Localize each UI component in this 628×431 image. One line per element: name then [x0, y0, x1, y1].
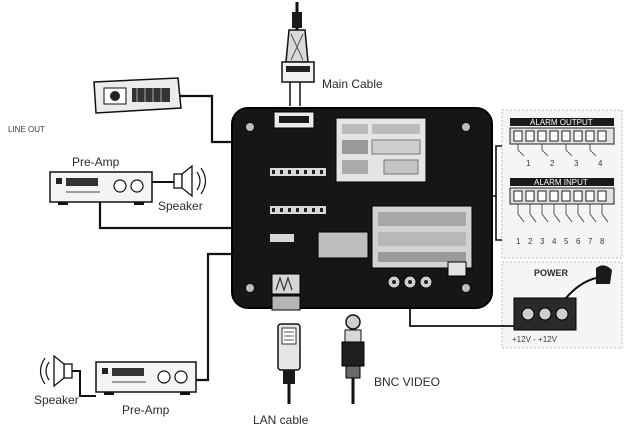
- terminal-polarity-label: +12V - +12V: [512, 335, 558, 344]
- alarm-output-numbers: 1 2 3 4: [526, 159, 603, 168]
- controller-unit: [231, 107, 493, 311]
- svg-text:3: 3: [540, 237, 545, 246]
- left-terminal-strips: [270, 168, 326, 242]
- svg-text:1: 1: [526, 159, 531, 168]
- alarm-output-label: ALARM OUTPUT: [530, 118, 593, 127]
- alarm-output-terminals: [513, 130, 607, 157]
- main-cable: Main Cable: [281, 2, 383, 106]
- pre-amp-bottom-label: Pre-Amp: [122, 403, 170, 417]
- bnc-video-label: BNC VIDEO: [374, 375, 440, 389]
- power-wire: [409, 308, 514, 327]
- alarm-input-numbers: 1 2 3 4 5 6 7 8: [516, 237, 605, 246]
- svg-text:2: 2: [528, 237, 533, 246]
- speaker-top: Speaker: [158, 164, 207, 213]
- pre-amp-bottom: Pre-Amp: [95, 361, 197, 417]
- pre-amp-top-wire: [98, 202, 240, 230]
- svg-text:4: 4: [598, 159, 603, 168]
- pre-amp-top-label: Pre-Amp: [72, 155, 120, 169]
- svg-text:4: 4: [552, 237, 557, 246]
- line-out-wire: [180, 94, 240, 144]
- circuit-block-lower: [317, 205, 473, 269]
- svg-text:5: 5: [564, 237, 569, 246]
- power-panel: POWER +12V - +12V: [501, 261, 623, 349]
- alarm-input-terminals: [513, 190, 609, 223]
- power-label: POWER: [534, 268, 569, 278]
- svg-text:8: 8: [600, 237, 605, 246]
- alarm-panel-wire: [492, 145, 502, 197]
- line-out-device: [93, 77, 182, 114]
- pre-amp-top: Pre-Amp: [49, 155, 153, 205]
- main-cable-label: Main Cable: [322, 77, 383, 91]
- svg-text:6: 6: [576, 237, 581, 246]
- alarm-input-label: ALARM INPUT: [534, 178, 588, 187]
- lan-port: [271, 273, 301, 311]
- svg-text:1: 1: [516, 237, 521, 246]
- speaker-bottom: Speaker: [34, 354, 79, 407]
- bnc-video-cable: BNC VIDEO: [341, 314, 440, 404]
- pre-amp-bottom-wire: [196, 252, 240, 382]
- bnc-connectors: [387, 275, 433, 289]
- speaker-bottom-wire: [72, 370, 96, 397]
- line-out-label: LINE OUT: [8, 125, 45, 134]
- speaker-bottom-label: Speaker: [34, 393, 79, 407]
- svg-text:3: 3: [574, 159, 579, 168]
- lan-cable: LAN cable: [253, 323, 309, 427]
- svg-text:7: 7: [588, 237, 593, 246]
- speaker-top-label: Speaker: [158, 199, 203, 213]
- alarm-panel: ALARM OUTPUT 1 2 3 4 ALARM INPUT: [501, 109, 623, 259]
- circuit-block-upper: [335, 117, 427, 183]
- svg-text:2: 2: [550, 159, 555, 168]
- lan-cable-label: LAN cable: [253, 413, 309, 427]
